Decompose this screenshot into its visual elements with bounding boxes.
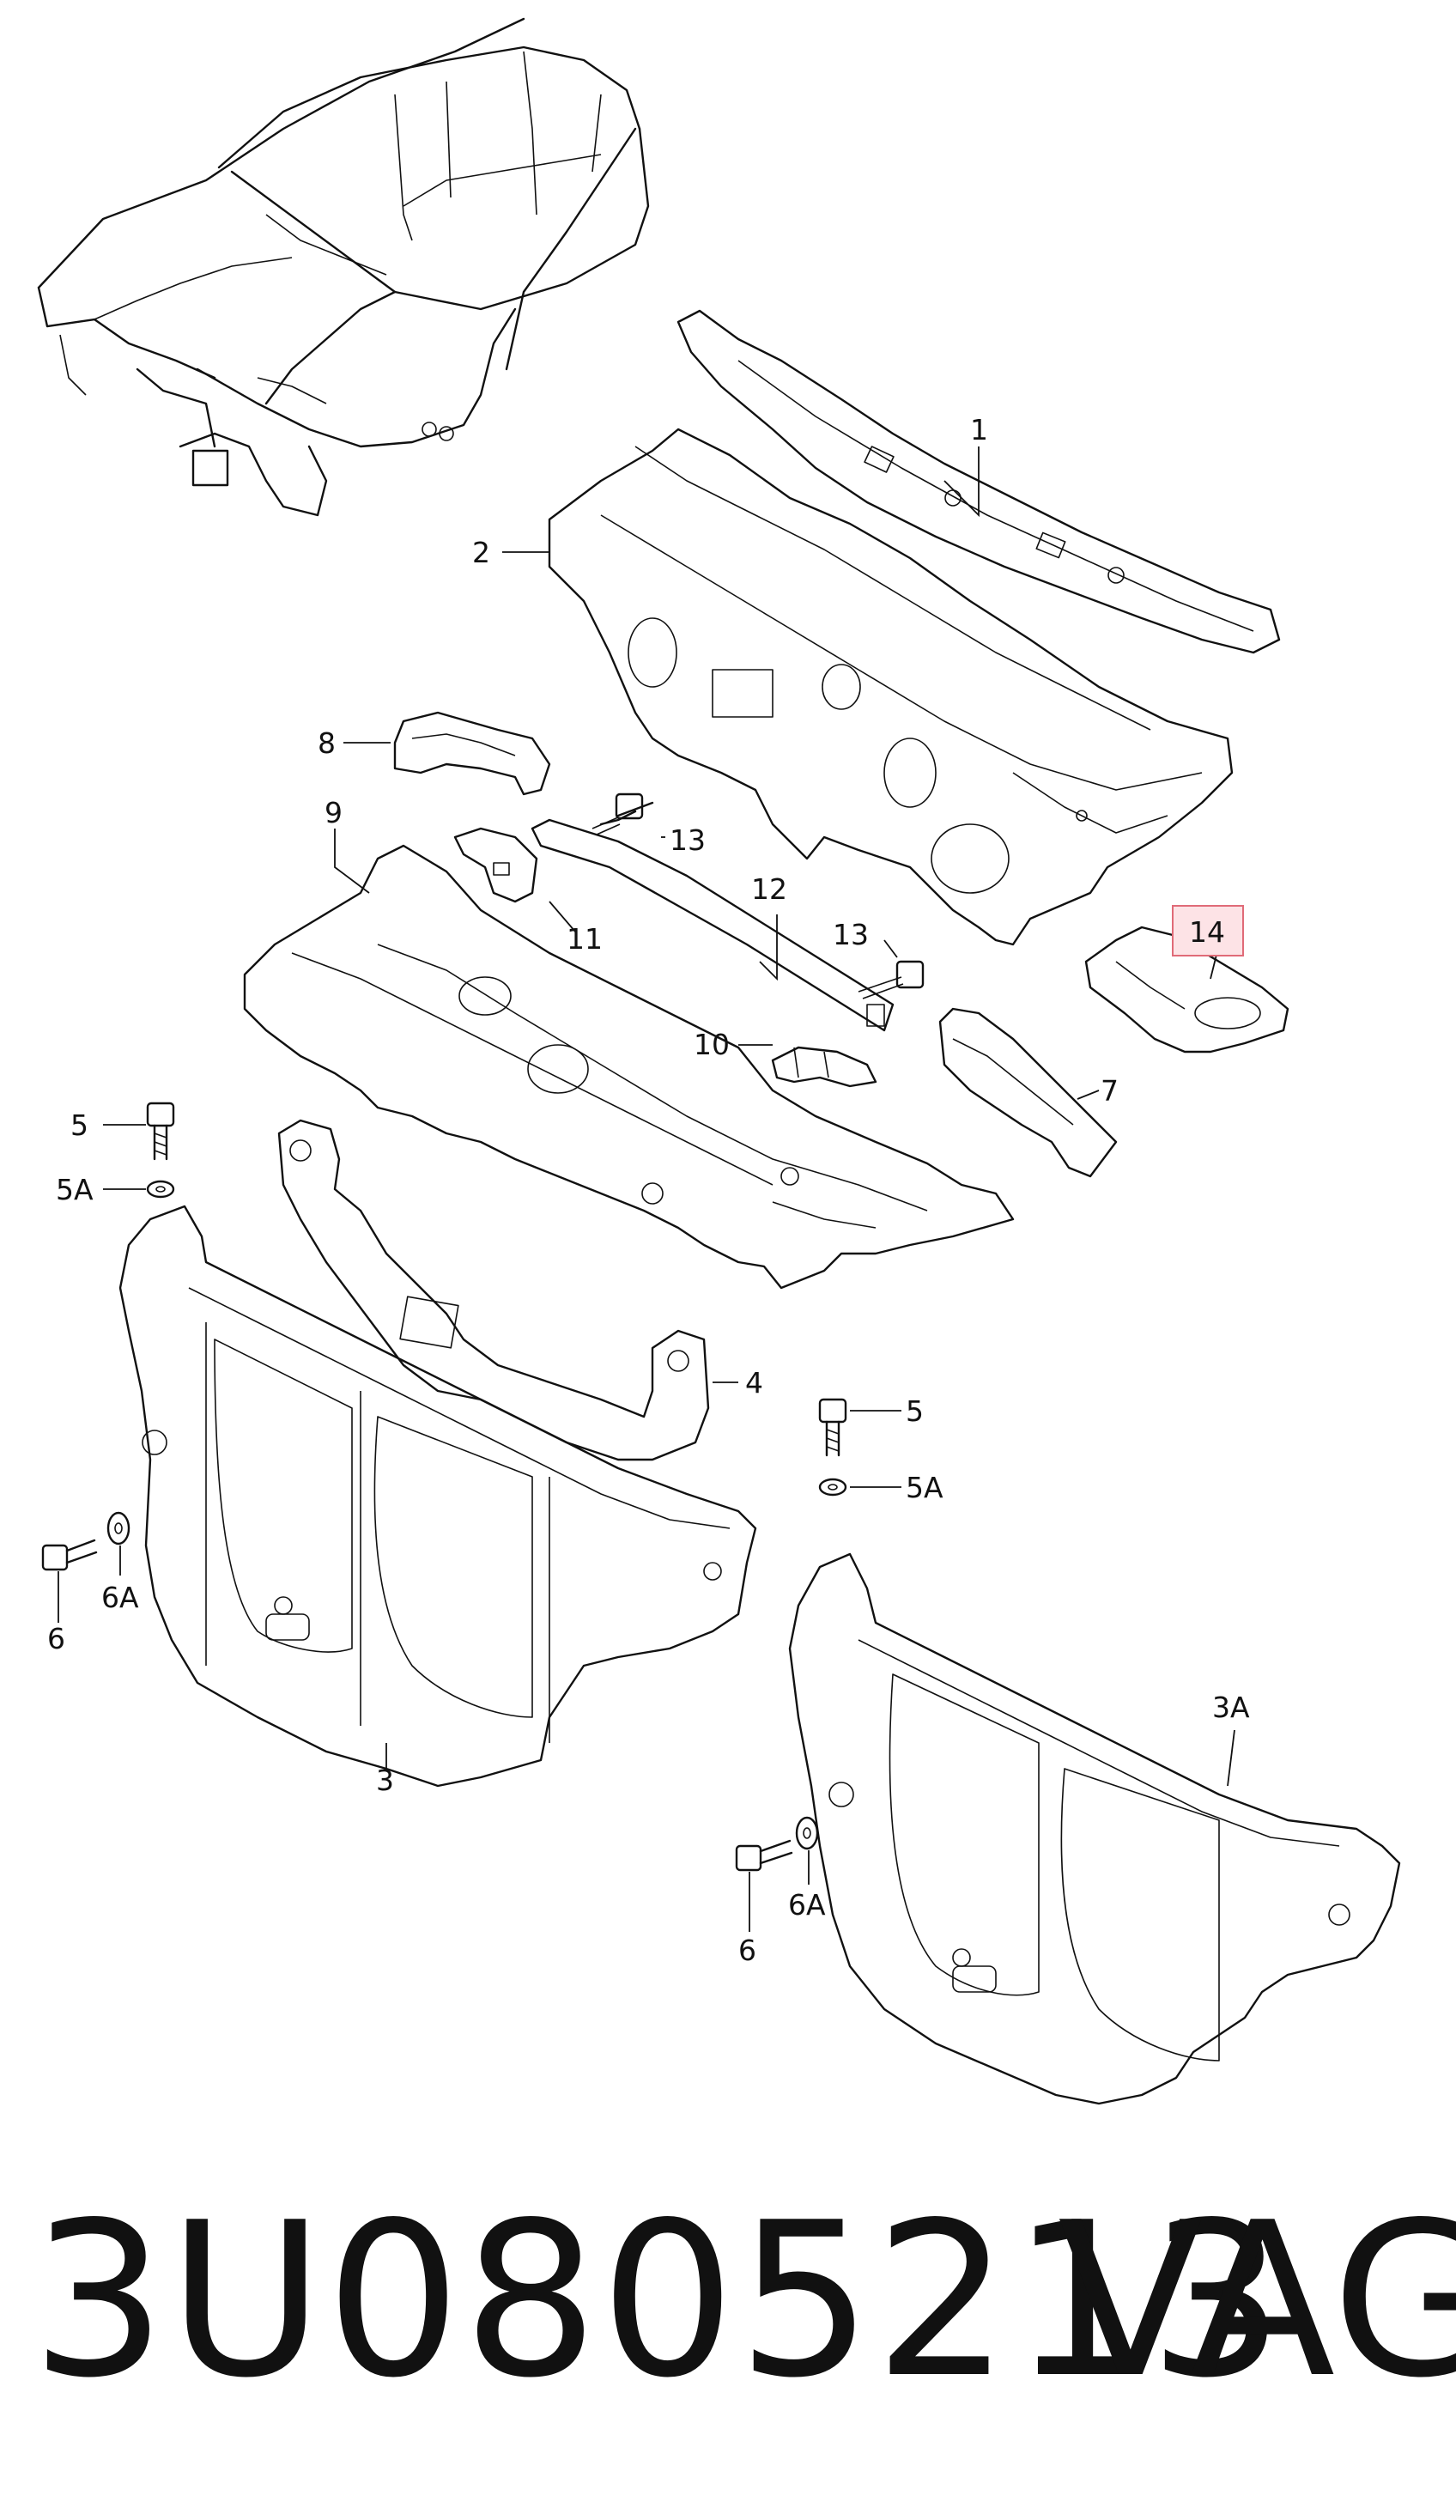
part-12-crossbar [531, 818, 895, 1032]
part-7-rail [938, 1007, 1118, 1178]
washer-5a-left [146, 1180, 175, 1199]
callout-2: 2 [472, 536, 490, 569]
callout-7: 7 [1101, 1074, 1119, 1108]
part-10-bracket [771, 1046, 877, 1088]
callout-1: 1 [970, 413, 988, 446]
callout-6a-left: 6A [101, 1581, 139, 1614]
part-13-bolt-top [592, 792, 654, 835]
part-3a-front-panel [788, 1552, 1401, 2105]
washer-6a-left [106, 1511, 130, 1545]
part-4-support-arm [277, 1119, 710, 1461]
callout-12: 12 [751, 872, 787, 906]
part-13-bolt-mid [858, 960, 925, 999]
callout-14: 14 [1189, 915, 1225, 949]
callout-labels: 1 2 8 9 13 12 11 13 10 14 7 5 5A 4 5 5A … [47, 413, 1250, 1967]
part-footer: 3U0805213 VAG [0, 2164, 1456, 2438]
callout-5-right: 5 [906, 1394, 924, 1428]
callout-5a-right: 5A [906, 1471, 943, 1504]
callout-5a-left: 5A [56, 1173, 94, 1206]
bolt-6-right [735, 1839, 793, 1872]
part-8-bracket [393, 711, 551, 796]
callout-13-top: 13 [670, 823, 706, 857]
callout-4: 4 [745, 1366, 763, 1400]
highlight-box-14 [1172, 905, 1244, 956]
callout-9: 9 [325, 796, 343, 829]
part-14-bracket [1084, 926, 1289, 1054]
callout-6-right: 6 [738, 1934, 756, 1967]
part-number: 3U0805213 [31, 2177, 1286, 2425]
washer-6a-right [795, 1816, 819, 1850]
callout-13-mid: 13 [833, 918, 869, 951]
part-9-floor-panel [243, 844, 1015, 1290]
part-2-bulkhead [548, 428, 1234, 946]
washer-5a-right [818, 1478, 847, 1497]
car-body-overview [37, 17, 650, 517]
callout-3a: 3A [1212, 1691, 1250, 1724]
callout-11: 11 [567, 922, 603, 956]
bolt-5-left [146, 1102, 175, 1161]
brand-name: VAG [1058, 2177, 1456, 2425]
part-3-front-panel [118, 1205, 757, 1788]
leader-lines [58, 446, 1235, 1932]
callout-6-left: 6 [47, 1622, 65, 1655]
bolt-6-left [41, 1539, 98, 1571]
callout-3: 3 [376, 1764, 394, 1797]
callout-8: 8 [318, 726, 336, 760]
callout-6a-right: 6A [788, 1888, 826, 1922]
callout-5-left: 5 [70, 1108, 88, 1142]
bolt-5-right [818, 1398, 847, 1457]
callout-10: 10 [694, 1028, 730, 1061]
part-11-bracket [453, 827, 538, 903]
